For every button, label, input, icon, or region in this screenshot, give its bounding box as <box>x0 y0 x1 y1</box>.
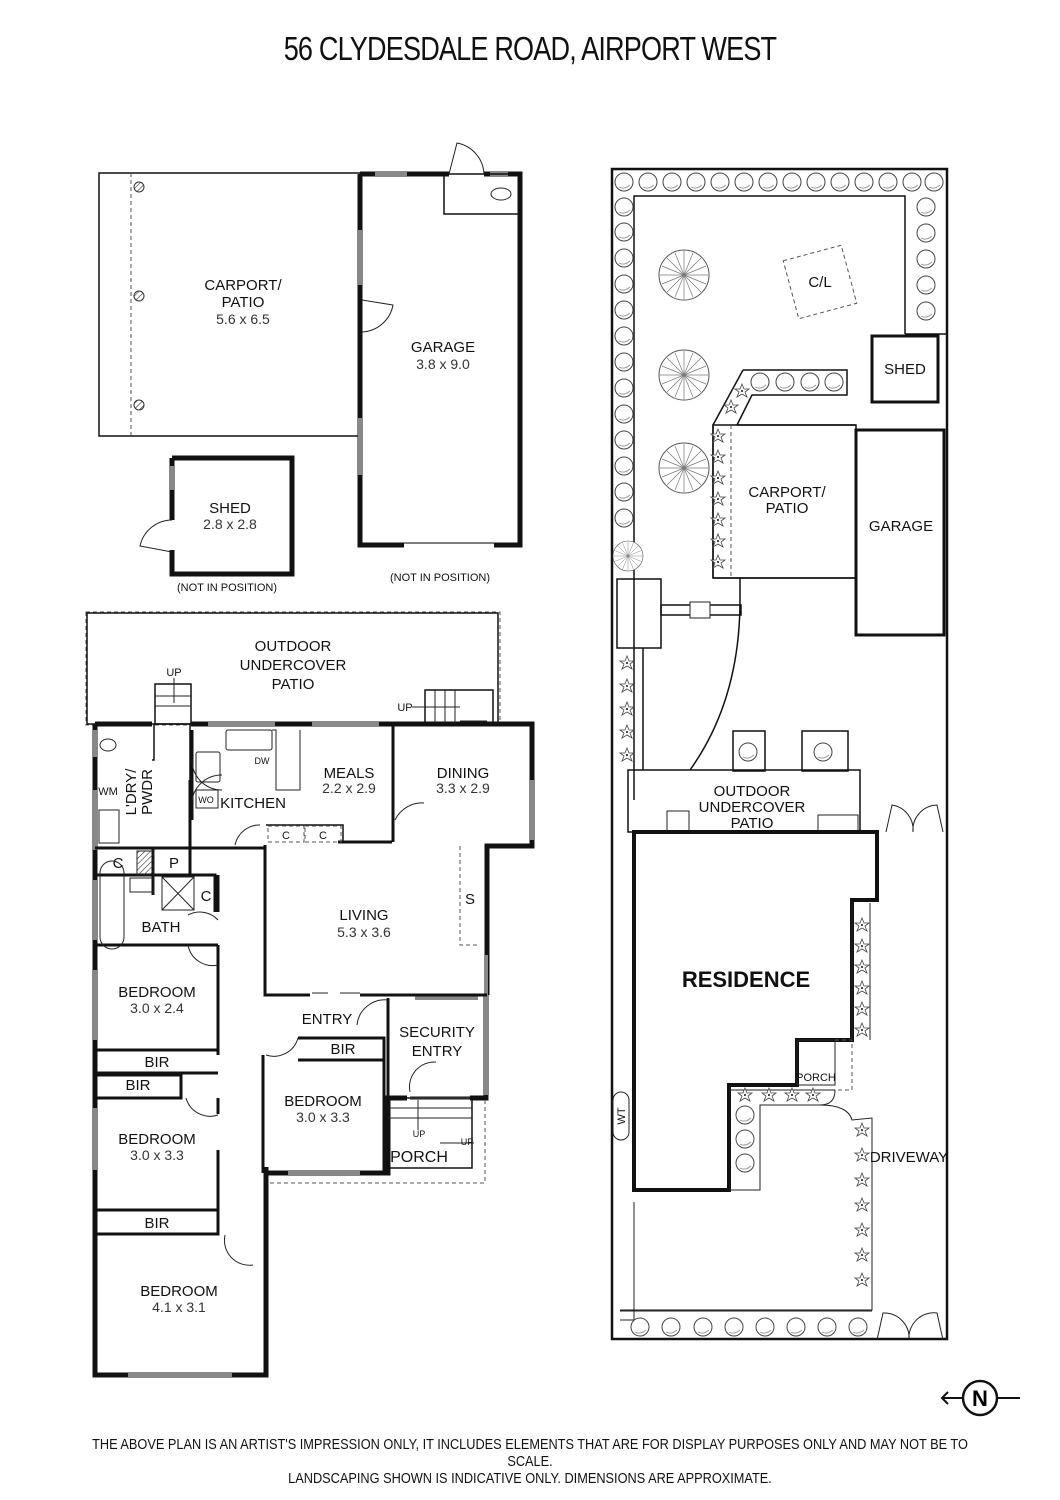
shed-label: SHED <box>209 500 251 517</box>
laundry-label-1: L'DRY/ <box>123 768 140 816</box>
garage-label: GARAGE <box>411 339 475 356</box>
dishwasher-label: DW <box>255 756 270 766</box>
porch-up-label-2: UP <box>461 1137 474 1147</box>
meals-dims: 2.2 x 2.9 <box>322 780 376 796</box>
clothesline-label: C/L <box>808 274 831 291</box>
cupboard-label-2: C <box>319 830 327 842</box>
bedroom-1-dims: 3.0 x 2.4 <box>130 1000 184 1016</box>
living-label: LIVING <box>339 907 388 924</box>
shed-dims: 2.8 x 2.8 <box>203 516 257 532</box>
bath-label: BATH <box>142 919 181 936</box>
carport-label-2: PATIO <box>222 294 265 311</box>
bedroom-2-label: BEDROOM <box>118 1131 196 1148</box>
compass-label: N <box>972 1386 988 1411</box>
living-dims: 5.3 x 3.6 <box>337 924 391 940</box>
disclaimer-line-1: THE ABOVE PLAN IS AN ARTIST'S IMPRESSION… <box>92 1436 968 1470</box>
north-compass: N <box>940 1378 1022 1418</box>
dining-label: DINING <box>437 765 490 782</box>
patio-label-2: UNDERCOVER <box>240 657 347 674</box>
site-carport-label-2: PATIO <box>766 500 809 517</box>
disclaimer: THE ABOVE PLAN IS AN ARTIST'S IMPRESSION… <box>80 1436 981 1487</box>
wall-oven-label: WO <box>198 795 214 805</box>
bedroom-1-label: BEDROOM <box>118 984 196 1001</box>
bedroom-4-dims: 4.1 x 3.1 <box>152 1299 206 1315</box>
site-patio-label-1: OUTDOOR <box>714 783 791 800</box>
bedroom-2-dims: 3.0 x 3.3 <box>130 1147 184 1163</box>
meals-label: MEALS <box>324 765 375 782</box>
bir-label-2: BIR <box>144 1054 169 1071</box>
garage <box>357 142 523 548</box>
water-tank-label: WT <box>616 1107 628 1124</box>
bedroom-3-label: BEDROOM <box>284 1093 362 1110</box>
shed-note: (NOT IN POSITION) <box>177 582 277 594</box>
residence-label: RESIDENCE <box>682 967 810 992</box>
site-carport-label-1: CARPORT/ <box>748 484 826 501</box>
pantry-label: P <box>169 855 179 872</box>
patio-label-3: PATIO <box>272 676 315 693</box>
bir-label-3: BIR <box>125 1077 150 1094</box>
house-walls <box>85 611 535 1378</box>
site-shed-label: SHED <box>884 361 926 378</box>
stairs-up-label: UP <box>166 667 181 679</box>
shed <box>139 455 295 577</box>
garage-dims: 3.8 x 9.0 <box>416 356 470 372</box>
driveway-label: DRIVEWAY <box>870 1149 948 1166</box>
site-plan <box>610 167 949 1341</box>
garage-note: (NOT IN POSITION) <box>390 572 490 584</box>
carport-dims: 5.6 x 6.5 <box>216 311 270 327</box>
entry-label: ENTRY <box>302 1011 353 1028</box>
storage-label: S <box>465 891 475 908</box>
cupboard-label-4: C <box>201 888 212 905</box>
compass-icon: N <box>940 1379 1020 1417</box>
carport-label: CARPORT/ <box>204 277 282 294</box>
kitchen-label: KITCHEN <box>220 795 286 812</box>
wm-label: WM <box>98 786 118 798</box>
site-porch-label: PORCH <box>796 1072 836 1084</box>
bir-label-4: BIR <box>144 1215 169 1232</box>
bedroom-3-dims: 3.0 x 3.3 <box>296 1109 350 1125</box>
laundry-label-2: PWDR <box>139 769 156 815</box>
porch-label: PORCH <box>390 1149 448 1166</box>
porch-up-label: UP <box>413 1129 426 1139</box>
site-patio-label-3: PATIO <box>731 815 774 832</box>
patio-label-1: OUTDOOR <box>255 638 332 655</box>
disclaimer-line-2: LANDSCAPING SHOWN IS INDICATIVE ONLY. DI… <box>288 1470 772 1487</box>
page-title: 56 CLYDESDALE ROAD, AIRPORT WEST <box>283 30 777 67</box>
stairs-up-label-2: UP <box>397 702 412 714</box>
bir-label: BIR <box>330 1041 355 1058</box>
bedroom-4-label: BEDROOM <box>140 1283 218 1300</box>
security-entry-label-1: SECURITY <box>399 1024 475 1041</box>
cupboard-label-3: C <box>113 855 124 872</box>
dining-dims: 3.3 x 2.9 <box>436 780 490 796</box>
site-patio-label-2: UNDERCOVER <box>699 799 806 816</box>
site-garage-label: GARAGE <box>869 518 933 535</box>
cupboard-label: C <box>282 830 290 842</box>
security-entry-label-2: ENTRY <box>412 1043 463 1060</box>
